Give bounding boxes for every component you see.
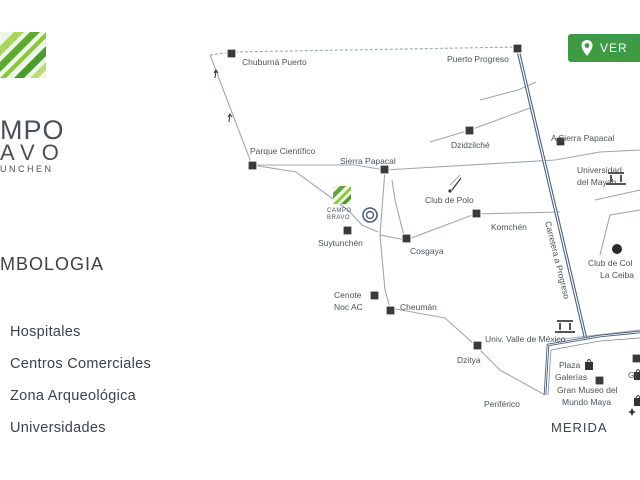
- label-museo-1: Gran Museo del: [557, 385, 618, 395]
- place-marker: [594, 375, 605, 386]
- place-marker: [385, 305, 396, 316]
- place-marker: [555, 136, 566, 147]
- road-network: [209, 46, 640, 396]
- logo-word-suytunchen: UNCHEN: [0, 164, 54, 174]
- label-periferico: Periférico: [484, 399, 520, 409]
- university-icon: [606, 172, 626, 185]
- campo-bravo-map-logo: CAMPO BRAVO: [327, 186, 352, 221]
- legend-item-hospitales: Hospitales: [10, 324, 81, 340]
- ver-button-label: VER: [600, 41, 628, 55]
- label-dzitya: Dzitya: [457, 355, 481, 365]
- place-marker: [472, 340, 483, 351]
- map-logo-word-bravo: BRAVO: [327, 215, 350, 221]
- legend-item-centros-comerciales: Centros Comerciales: [10, 356, 152, 372]
- place-marker: [464, 125, 475, 136]
- place-marker: [512, 43, 523, 54]
- label-gr: Gr: [628, 370, 638, 380]
- place-marker: [247, 160, 258, 171]
- label-merida: MERIDA: [551, 420, 608, 435]
- label-cosgaya: Cosgaya: [410, 246, 444, 256]
- label-komchen: Komchén: [491, 222, 527, 232]
- label-chuburna: Chuburná Puerto: [242, 57, 307, 67]
- map-pin-icon: [581, 40, 593, 56]
- campo-bravo-logo: MPO AVO UNCHEN: [0, 30, 90, 180]
- campo-bravo-location-dot: [365, 210, 375, 220]
- label-cheuman: Cheumán: [400, 302, 437, 312]
- shopping-bag-icon: [634, 395, 640, 406]
- label-sierra-papacal-road: A Sierra Papacal: [551, 133, 614, 143]
- label-plaza-2: Galerías: [555, 372, 587, 382]
- sparkle-icon: [628, 408, 636, 416]
- place-marker: [379, 164, 390, 175]
- place-marker: [471, 208, 482, 219]
- campo-bravo-location-icon: [362, 207, 378, 223]
- label-club-golf-1: Club de Col: [588, 258, 633, 268]
- label-club-golf-2: La Ceiba: [600, 270, 634, 280]
- label-suytunchen: Suytunchén: [318, 238, 363, 248]
- label-univ-mayab-2: del Mayab: [577, 177, 616, 187]
- label-univ-mayab-1: Universidad: [577, 165, 622, 175]
- label-dzidzilche: Dzidzilché: [451, 140, 490, 150]
- label-parque-cientifico: Parque Científico: [250, 146, 315, 156]
- place-marker: [226, 48, 237, 59]
- legend-item-universidades: Universidades: [10, 420, 106, 436]
- highway-progreso: [516, 49, 640, 396]
- label-univ-valle: Univ. Valle de México: [485, 334, 566, 344]
- label-plaza-1: Plaza: [559, 360, 581, 370]
- ver-button[interactable]: VER: [568, 34, 640, 62]
- place-marker: [342, 225, 353, 236]
- university-icon: [555, 320, 575, 333]
- place-marker: [401, 233, 412, 244]
- road-arrows: [213, 69, 233, 123]
- label-cenote-1: Cenote: [334, 290, 362, 300]
- place-marker: [631, 353, 640, 364]
- palm-leaf-icon: [0, 32, 46, 78]
- label-progreso: Puerto Progreso: [447, 54, 509, 64]
- shopping-bag-icon: [585, 359, 593, 370]
- map-logo-word-campo: CAMPO: [327, 208, 352, 214]
- label-museo-2: Mundo Maya: [562, 397, 611, 407]
- label-club-polo: Club de Polo: [425, 195, 474, 205]
- logo-word-bravo: AVO: [0, 140, 66, 165]
- polo-icon: [448, 177, 462, 193]
- legend-title: MBOLOGIA: [0, 254, 105, 274]
- logo-word-campo: MPO: [0, 115, 65, 145]
- label-cenote-2: Noc AC: [334, 302, 363, 312]
- legend-item-zona-arqueologica: Zona Arqueológica: [10, 388, 137, 404]
- club-golf-marker: [612, 244, 622, 254]
- place-marker: [369, 290, 380, 301]
- label-sierra-papacal: Sierra Papacal: [340, 156, 396, 166]
